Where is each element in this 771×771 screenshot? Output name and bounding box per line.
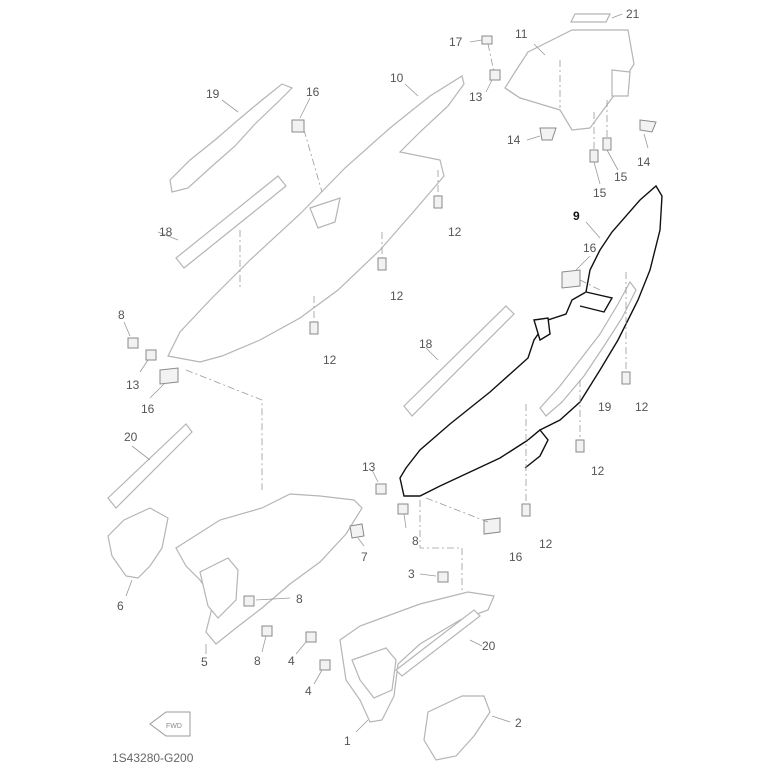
callout-7[interactable]: 7 [361,550,368,564]
callout-14[interactable]: 14 [637,155,651,169]
part-7-grommet[interactable] [349,523,365,547]
part-19-decal-left[interactable] [169,83,294,193]
fwd-label: FWD [166,723,182,730]
callout-12[interactable]: 12 [539,537,553,551]
callout-4[interactable]: 4 [288,654,295,668]
part-9-side-cover-right[interactable] [399,184,663,497]
callout-5[interactable]: 5 [201,655,208,669]
callout-15[interactable]: 15 [593,186,607,200]
part-18-grommet-left[interactable] [157,175,287,290]
part-18-grommet-right[interactable] [403,305,515,417]
part-3-screw[interactable] [419,571,449,583]
part-8-screw-left[interactable] [123,321,139,349]
part-16-bolt-right-bottom[interactable] [419,497,501,600]
callout-9[interactable]: 9 [573,209,580,223]
part-16-bolt-right[interactable] [561,255,601,291]
callout-13[interactable]: 13 [469,90,483,104]
callout-8[interactable]: 8 [412,534,419,548]
part-4-screws[interactable] [295,631,331,685]
callout-15[interactable]: 15 [614,170,628,184]
callout-12[interactable]: 12 [591,464,605,478]
part-16-bolt-left-top[interactable] [291,97,323,193]
diagram-code: 1S43280-G200 [112,751,194,765]
callout-19[interactable]: 19 [598,400,612,414]
callout-18[interactable]: 18 [419,337,433,351]
callout-6[interactable]: 6 [117,599,124,613]
callout-16[interactable]: 16 [509,550,523,564]
part-2-cover-lower[interactable] [423,695,511,761]
part-8-screw-lower[interactable] [261,625,273,653]
part-8-screw-bracket[interactable] [243,595,291,607]
callout-2[interactable]: 2 [515,716,522,730]
callout-12[interactable]: 12 [323,353,337,367]
callout-labels: 21 11 17 13 14 14 15 15 19 16 10 18 12 1… [117,7,651,748]
callout-12[interactable]: 12 [390,289,404,303]
part-6-cover[interactable] [107,507,169,597]
callout-4[interactable]: 4 [305,684,312,698]
callout-13[interactable]: 13 [362,460,376,474]
part-13-nut-right[interactable] [371,469,387,495]
part-13-nut-left[interactable] [139,349,157,373]
callout-18[interactable]: 18 [159,225,173,239]
callout-17[interactable]: 17 [449,35,463,49]
part-21-emblem[interactable] [570,13,623,23]
part-20-stay-lower[interactable] [395,609,483,677]
callout-11[interactable]: 11 [515,27,528,41]
fwd-arrow-icon: FWD [149,711,191,737]
part-15-screws[interactable] [589,100,619,185]
callout-16[interactable]: 16 [306,85,320,99]
callout-1[interactable]: 1 [344,734,351,748]
part-14-clips[interactable] [526,119,657,149]
part-11-rear-cover[interactable] [504,29,635,131]
callout-20[interactable]: 20 [124,430,138,444]
callout-21[interactable]: 21 [626,7,640,21]
callout-14[interactable]: 14 [507,133,521,147]
callout-12[interactable]: 12 [448,225,462,239]
callout-20[interactable]: 20 [482,639,496,653]
callout-3[interactable]: 3 [408,567,415,581]
callout-13[interactable]: 13 [126,378,140,392]
part-16-bolt-left-bottom[interactable] [149,367,263,490]
part-5-bracket[interactable] [175,493,363,654]
callout-8[interactable]: 8 [254,654,261,668]
part-8-screw-right[interactable] [397,503,409,529]
part-1-bracket-lower[interactable] [339,591,495,733]
callout-8[interactable]: 8 [118,308,125,322]
part-13-nut-top[interactable] [485,69,501,93]
part-12-screws-right[interactable] [521,272,631,517]
part-20-stay-left[interactable] [107,423,193,509]
callout-12[interactable]: 12 [635,400,649,414]
callout-10[interactable]: 10 [390,71,404,85]
part-17-screw[interactable] [469,35,495,73]
callout-16[interactable]: 16 [141,402,155,416]
part-12-screws-left[interactable] [309,170,443,335]
callout-16[interactable]: 16 [583,241,597,255]
part-10-side-cover-left[interactable] [167,75,465,363]
callout-19[interactable]: 19 [206,87,220,101]
callout-8[interactable]: 8 [296,592,303,606]
